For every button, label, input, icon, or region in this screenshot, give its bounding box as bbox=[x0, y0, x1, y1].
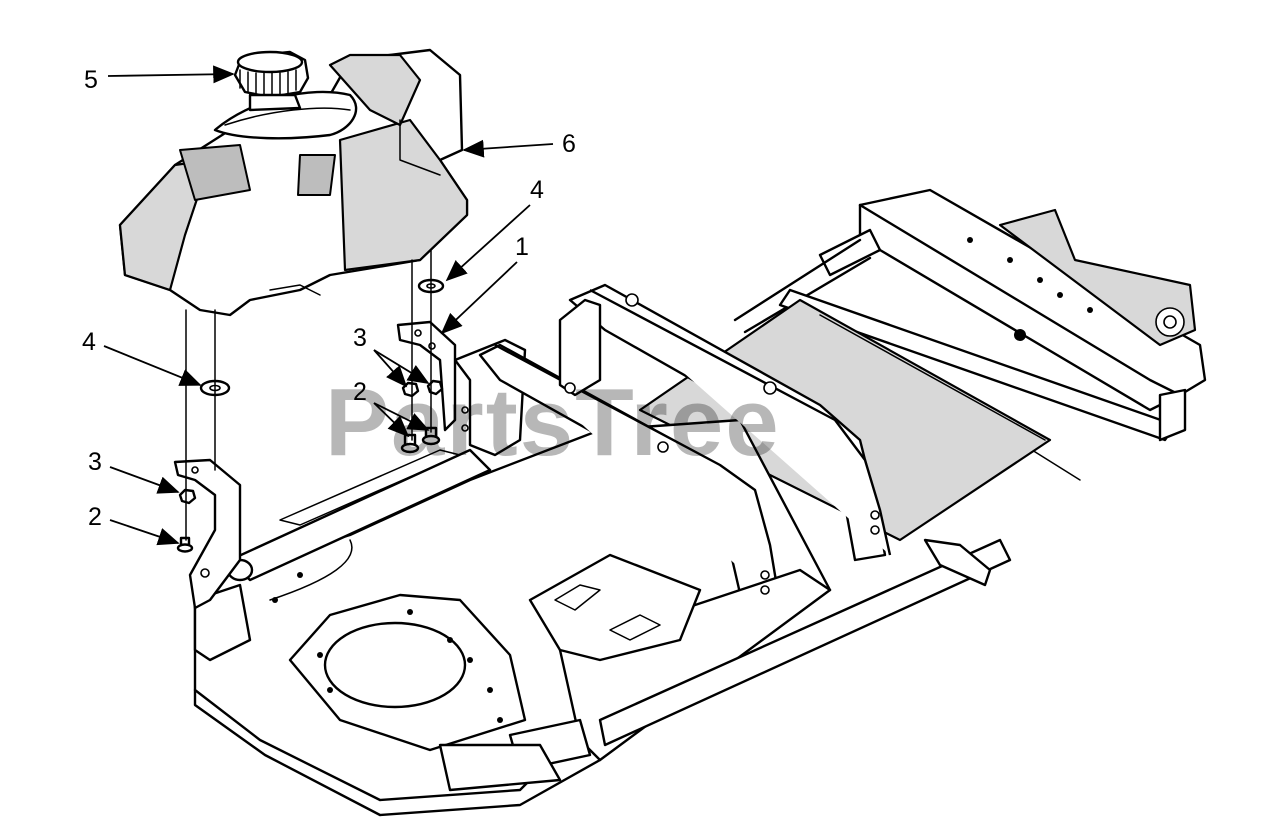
bolt-upper-1 bbox=[400, 433, 420, 454]
mower-frame bbox=[193, 188, 1207, 817]
callout-3-lower: 3 bbox=[88, 448, 102, 476]
callout-4-lower: 4 bbox=[82, 328, 96, 356]
callout-3-upper: 3 bbox=[353, 324, 367, 352]
callout-1: 1 bbox=[515, 233, 529, 261]
tank-bracket-left bbox=[173, 458, 242, 610]
fuel-tank bbox=[118, 48, 469, 317]
callout-4-upper: 4 bbox=[530, 176, 544, 204]
callout-6: 6 bbox=[562, 130, 576, 158]
callout-leaders bbox=[103, 65, 554, 546]
assembly-lines bbox=[185, 249, 432, 541]
callout-2-lower: 2 bbox=[88, 503, 102, 531]
callout-5: 5 bbox=[84, 66, 98, 94]
callout-2-upper: 2 bbox=[353, 378, 367, 406]
fuel-cap bbox=[233, 50, 310, 112]
nut-lower bbox=[178, 488, 197, 505]
bolt-lower bbox=[176, 536, 194, 553]
